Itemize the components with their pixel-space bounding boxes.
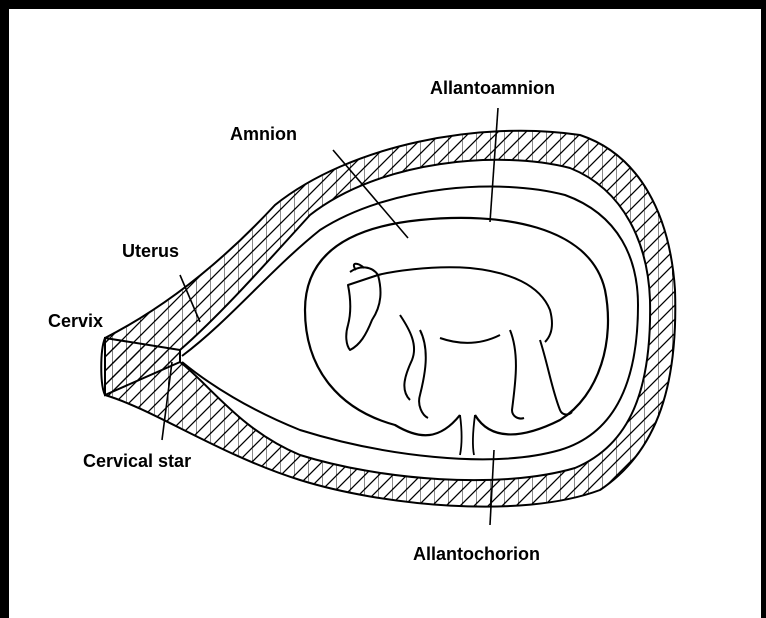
label-cervical-star: Cervical star [83, 452, 191, 470]
label-amnion: Amnion [230, 125, 297, 143]
umbilical-cord [460, 415, 475, 455]
leader-allantoamnion [490, 108, 498, 222]
label-allantoamnion: Allantoamnion [430, 79, 555, 97]
amnion-sac [305, 218, 608, 435]
label-cervix: Cervix [48, 312, 103, 330]
allantochorion-membrane [182, 187, 638, 460]
label-allantochorion: Allantochorion [413, 545, 540, 563]
fetal-lamb [346, 264, 572, 419]
label-uterus: Uterus [122, 242, 179, 260]
